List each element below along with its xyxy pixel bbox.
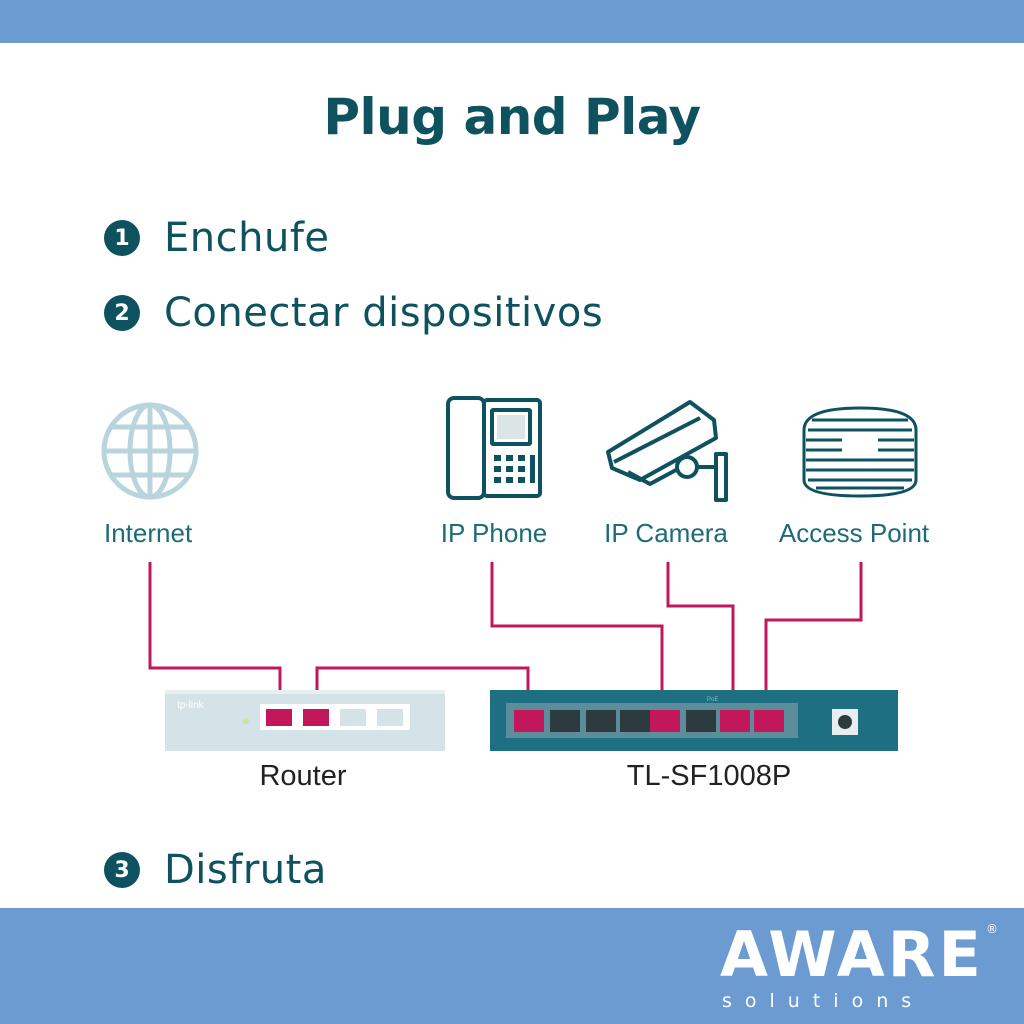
switch-poe-label: PoE bbox=[707, 697, 718, 703]
cable-camera-switch bbox=[666, 562, 735, 716]
step-number: 1 bbox=[104, 220, 140, 256]
ip-camera-icon bbox=[606, 400, 728, 502]
ip-phone-icon bbox=[446, 396, 542, 500]
label-ip-phone: IP Phone bbox=[440, 518, 548, 548]
router-brand: tp-link bbox=[177, 700, 205, 711]
step-label: Enchufe bbox=[164, 215, 330, 261]
registered-mark: ® bbox=[986, 922, 998, 936]
step-label: Disfruta bbox=[164, 847, 327, 893]
bottom-band bbox=[0, 908, 1024, 1024]
switch-ports bbox=[514, 710, 784, 732]
switch-device: PoE bbox=[490, 690, 898, 751]
step-3: 3 Disfruta bbox=[104, 847, 327, 893]
access-point-icon bbox=[802, 406, 918, 498]
page-title: Plug and Play bbox=[323, 88, 701, 146]
router-device: tp-link bbox=[165, 690, 445, 751]
step-1: 1 Enchufe bbox=[104, 215, 330, 261]
top-band bbox=[0, 0, 1024, 43]
step-number: 3 bbox=[104, 852, 140, 888]
step-label: Conectar dispositivos bbox=[164, 290, 604, 336]
label-access-point: Access Point bbox=[778, 518, 930, 548]
phone-keypad bbox=[494, 455, 535, 483]
label-ip-camera: IP Camera bbox=[604, 518, 728, 548]
globe-icon bbox=[101, 402, 199, 500]
cable-ap-switch bbox=[764, 562, 863, 716]
logo-wordmark: AWARE bbox=[720, 918, 984, 991]
aware-logo: AWARE ® solutions bbox=[720, 920, 1000, 1015]
cable-phone-switch bbox=[490, 562, 664, 716]
step-2: 2 Conectar dispositivos bbox=[104, 290, 604, 336]
label-switch: TL-SF1008P bbox=[626, 760, 792, 792]
logo-subtitle: solutions bbox=[722, 990, 925, 1012]
label-router: Router bbox=[259, 760, 347, 792]
step-number: 2 bbox=[104, 295, 140, 331]
label-internet: Internet bbox=[104, 518, 193, 548]
router-led bbox=[243, 718, 249, 724]
